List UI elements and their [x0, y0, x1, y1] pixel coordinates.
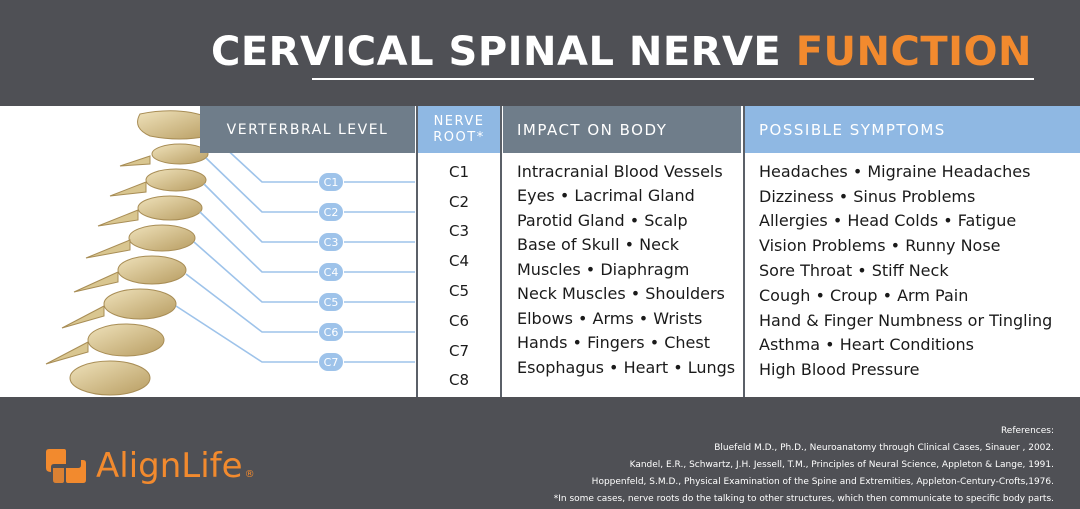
impact-item: Base of Skull • Neck: [517, 235, 679, 255]
alignlife-logo-icon: [46, 449, 86, 483]
impact-item: Esophagus • Heart • Lungs: [517, 357, 736, 377]
nerve-root-header-line2: ROOT*: [433, 129, 485, 145]
nerve-root-item: C3: [448, 222, 470, 241]
brand-logo: AlignLife ®: [44, 448, 255, 484]
vertebra-badge: C4: [318, 262, 344, 282]
nerve-root-header-line1: NERVE: [433, 113, 485, 129]
impact-item: Elbows • Arms • Wrists: [517, 308, 703, 328]
title-accent: FUNCTION: [795, 29, 1032, 75]
vertebra-badge: C2: [318, 202, 344, 222]
symptom-item: Sore Throat • Stiff Neck: [759, 261, 949, 281]
impact-item: Hands • Fingers • Chest: [517, 333, 710, 353]
title-underline: [312, 78, 1034, 80]
nerve-root-item: C5: [448, 282, 470, 301]
impact-item: Eyes • Lacrimal Gland: [517, 186, 695, 206]
impact-header: IMPACT ON BODY: [503, 106, 741, 153]
impact-list: Intracranial Blood Vessels Eyes • Lacrim…: [503, 159, 741, 380]
vertebral-level-header: VERTERBRAL LEVEL: [200, 106, 415, 153]
nerve-root-item: C1: [448, 162, 470, 181]
vertebral-illustration: C1 C2 C3 C4 C5 C6 C7: [0, 106, 415, 397]
symptom-item: Asthma • Heart Conditions: [759, 335, 974, 355]
impact-item: Muscles • Diaphragm: [517, 259, 690, 279]
registered-mark: ®: [244, 469, 255, 480]
symptoms-list: Headaches • Migraine Headaches Dizziness…: [745, 159, 1080, 382]
page-title: CERVICAL SPINAL NERVE FUNCTION: [211, 32, 1032, 72]
vertebra-badge: C7: [318, 352, 344, 372]
nerve-root-item: C6: [448, 311, 470, 330]
reference-item: Bluefeld M.D., Ph.D., Neuroanatomy throu…: [714, 443, 1054, 453]
reference-item: Kandel, E.R., Schwartz, J.H. Jessell, T.…: [629, 460, 1054, 470]
reference-item: Hoppenfeld, S.M.D., Physical Examination…: [591, 477, 1054, 487]
references-block: References: Bluefeld M.D., Ph.D., Neuroa…: [554, 423, 1054, 508]
reference-footnote: *In some cases, nerve roots do the talki…: [553, 494, 1054, 504]
symptom-item: Dizziness • Sinus Problems: [759, 186, 976, 206]
title-main: CERVICAL SPINAL NERVE: [210, 29, 782, 75]
symptom-item: Vision Problems • Runny Nose: [759, 236, 1001, 256]
brand-name: AlignLife: [96, 446, 243, 486]
symptoms-header: POSSIBLE SYMPTOMS: [745, 106, 1080, 153]
nerve-root-item: C7: [448, 341, 470, 360]
nerve-root-item: C4: [448, 252, 470, 271]
symptoms-column: POSSIBLE SYMPTOMS Headaches • Migraine H…: [743, 106, 1080, 397]
references-heading: References:: [1000, 426, 1054, 436]
vertebra-badge: C1: [318, 172, 344, 192]
nerve-root-column: NERVE ROOT* C1 C2 C3 C4 C5 C6 C7 C8: [416, 106, 502, 397]
symptom-item: Allergies • Head Colds • Fatigue: [759, 211, 1017, 231]
symptom-item: Headaches • Migraine Headaches: [759, 161, 1031, 181]
symptom-item: High Blood Pressure: [759, 360, 920, 380]
impact-item: Parotid Gland • Scalp: [517, 210, 688, 230]
impact-column: IMPACT ON BODY Intracranial Blood Vessel…: [503, 106, 741, 397]
symptom-item: Hand & Finger Numbness or Tingling: [759, 310, 1053, 330]
vertebra-badge: C6: [318, 322, 344, 342]
impact-item: Neck Muscles • Shoulders: [517, 284, 725, 304]
symptom-item: Cough • Croup • Arm Pain: [759, 285, 969, 305]
nerve-root-item: C2: [448, 192, 470, 211]
nerve-root-item: C8: [448, 371, 470, 390]
spine-illustration: [45, 110, 415, 396]
vertebra-badge: C5: [318, 292, 344, 312]
vertebra-badge: C3: [318, 232, 344, 252]
nerve-root-list: C1 C2 C3 C4 C5 C6 C7 C8: [418, 157, 500, 395]
nerve-root-header: NERVE ROOT*: [418, 106, 500, 153]
impact-item: Intracranial Blood Vessels: [517, 161, 723, 181]
